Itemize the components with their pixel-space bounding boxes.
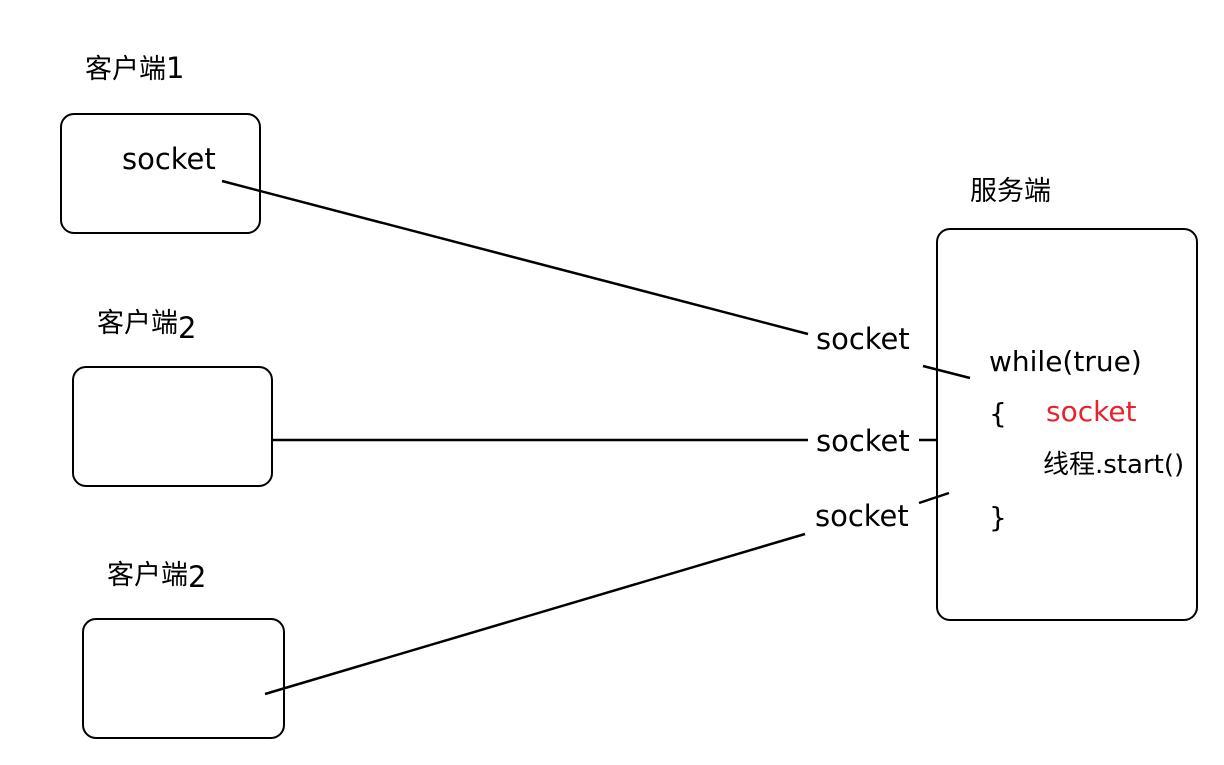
server-code-thread-start: 线程.start() bbox=[1043, 450, 1185, 480]
server-box bbox=[936, 228, 1198, 621]
connector-client3 bbox=[264, 532, 806, 696]
connector-client1 bbox=[221, 179, 809, 336]
connection-socket-top: socket bbox=[816, 322, 910, 356]
connection-socket-middle: socket bbox=[816, 424, 910, 458]
server-code-socket: socket bbox=[1046, 395, 1137, 428]
client2-title-text: 客户端 bbox=[97, 308, 178, 339]
server-code-loop: while(true) bbox=[989, 345, 1142, 378]
connector-server-top bbox=[922, 364, 971, 380]
client3-title: 客户端2 bbox=[107, 560, 206, 592]
client3-title-number: 2 bbox=[188, 560, 207, 594]
client1-title-number: 1 bbox=[166, 51, 185, 85]
server-code-open-brace: { bbox=[989, 397, 1007, 430]
client3-box bbox=[82, 618, 285, 739]
client2-title: 客户端2 bbox=[97, 308, 196, 343]
client1-title: 客户端1 bbox=[85, 51, 185, 85]
client1-socket-label: socket bbox=[122, 142, 216, 176]
client1-title-text: 客户端 bbox=[85, 54, 166, 85]
client2-title-number: 2 bbox=[178, 311, 197, 345]
client3-title-text: 客户端 bbox=[107, 560, 188, 591]
server-title: 服务端 bbox=[970, 176, 1051, 207]
connection-socket-bottom: socket bbox=[815, 499, 909, 533]
server-code-close-brace: } bbox=[989, 501, 1007, 534]
connector-server-bottom bbox=[918, 491, 950, 505]
client2-box bbox=[72, 366, 273, 487]
client1-box bbox=[60, 113, 261, 234]
